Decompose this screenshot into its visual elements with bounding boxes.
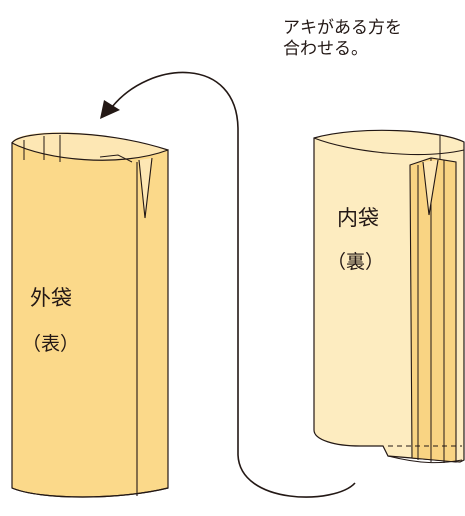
arrowhead-icon [100, 100, 120, 119]
inner-bag-seam-band [409, 157, 457, 463]
instruction-line-2: 合わせる。 [283, 39, 368, 59]
outer-bag-side-label: （表） [22, 333, 79, 355]
outer-bag [11, 132, 169, 498]
outer-bag-label: 外袋 [30, 286, 72, 310]
outer-bag-opening [138, 157, 153, 219]
connector-arrow [111, 71, 356, 498]
inner-bag-side-label: （裏） [327, 251, 384, 273]
instruction-line-1: アキがある方を [283, 18, 402, 38]
inner-bag-opening [422, 159, 439, 216]
inner-bag [313, 129, 465, 464]
inner-bag-label: 内袋 [337, 206, 379, 230]
